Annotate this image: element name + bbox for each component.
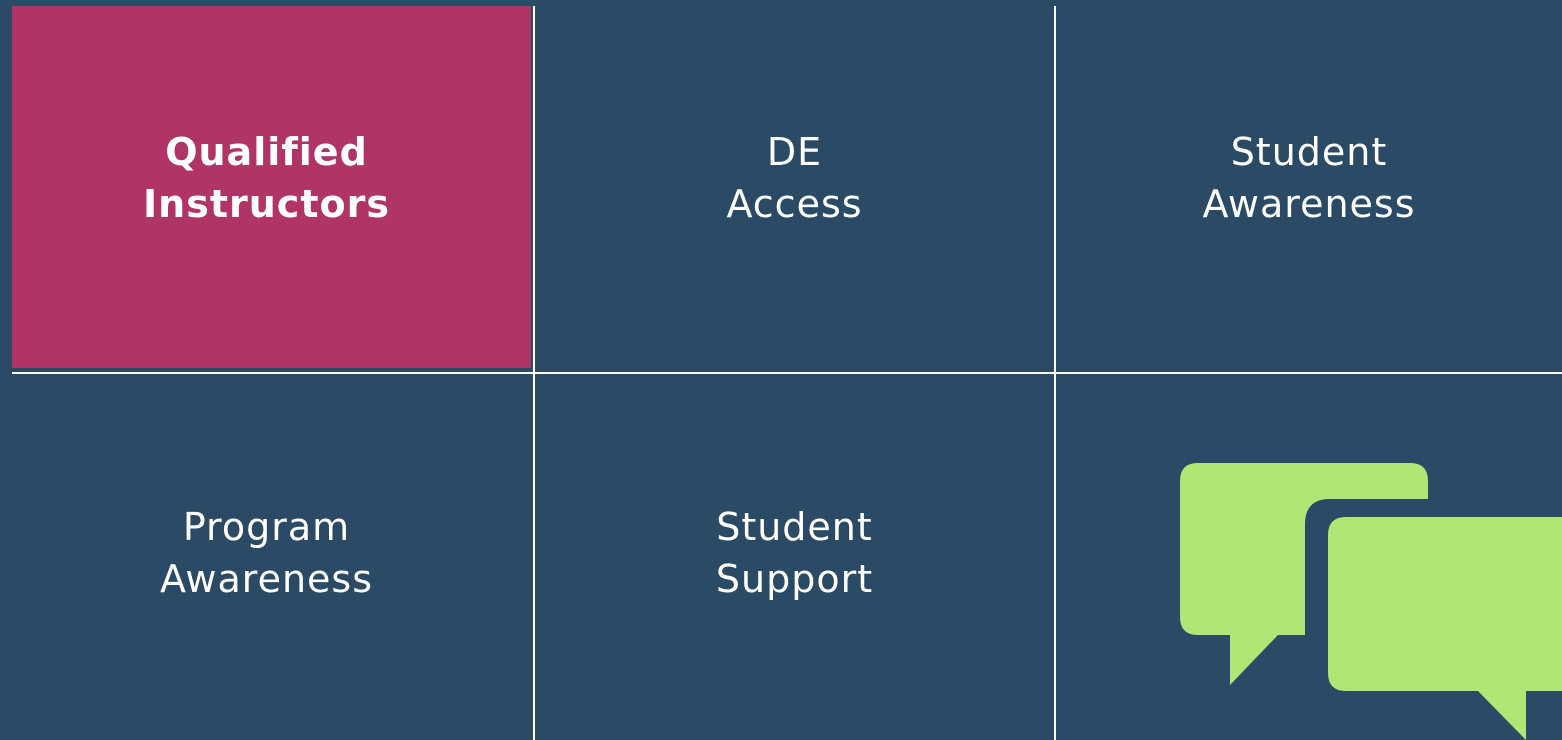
tile-label: Student Support <box>715 505 874 601</box>
tile-label: DE Access <box>726 130 863 226</box>
tile-student-support: Student Support <box>535 374 1054 740</box>
chat-bubbles-icon <box>1180 463 1562 740</box>
tile-de-access: DE Access <box>535 0 1054 372</box>
grid-divider-horizontal <box>12 372 1562 374</box>
tile-program-awareness: Program Awareness <box>0 374 533 740</box>
tile-label: Qualified Instructors <box>143 130 390 226</box>
tile-label: Student Awareness <box>1202 130 1416 226</box>
tile-qualified-instructors: Qualified Instructors <box>0 0 533 372</box>
tile-label: Program Awareness <box>159 505 374 601</box>
highlight-box <box>12 6 531 368</box>
tile-student-awareness: Student Awareness <box>1056 0 1562 372</box>
